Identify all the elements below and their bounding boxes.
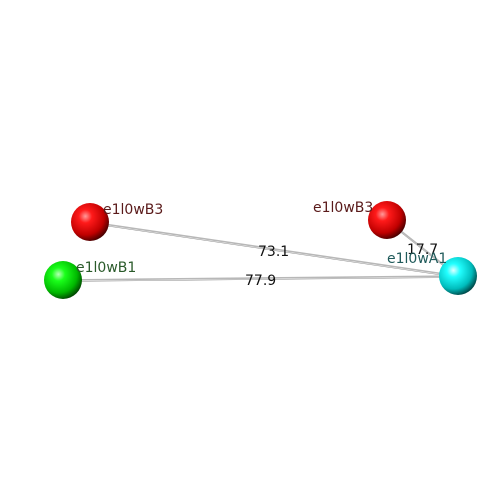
atom-labels: e1l0wB3 e1l0wB3 e1l0wB1 e1l0wA1 xyxy=(76,200,447,276)
distance-label: 17.7 xyxy=(407,242,438,258)
atom-label: e1l0wB1 xyxy=(76,260,136,276)
atom-label: e1l0wA1 xyxy=(387,251,447,267)
atom-sphere-cyan[interactable] xyxy=(439,257,477,295)
distance-line-green-cyan xyxy=(62,275,459,281)
atom-sphere-red-left[interactable] xyxy=(71,203,109,241)
atom-sphere-green[interactable] xyxy=(44,261,82,299)
distance-line-red-left-cyan xyxy=(89,221,459,277)
atom-sphere-red-right[interactable] xyxy=(368,201,406,239)
atom-label: e1l0wB3 xyxy=(313,200,373,216)
distance-labels: 73.1 77.9 17.7 xyxy=(245,242,438,289)
distance-label: 77.9 xyxy=(245,273,276,289)
distance-label: 73.1 xyxy=(258,244,289,260)
atom-label: e1l0wB3 xyxy=(103,202,163,218)
atoms xyxy=(44,201,477,299)
